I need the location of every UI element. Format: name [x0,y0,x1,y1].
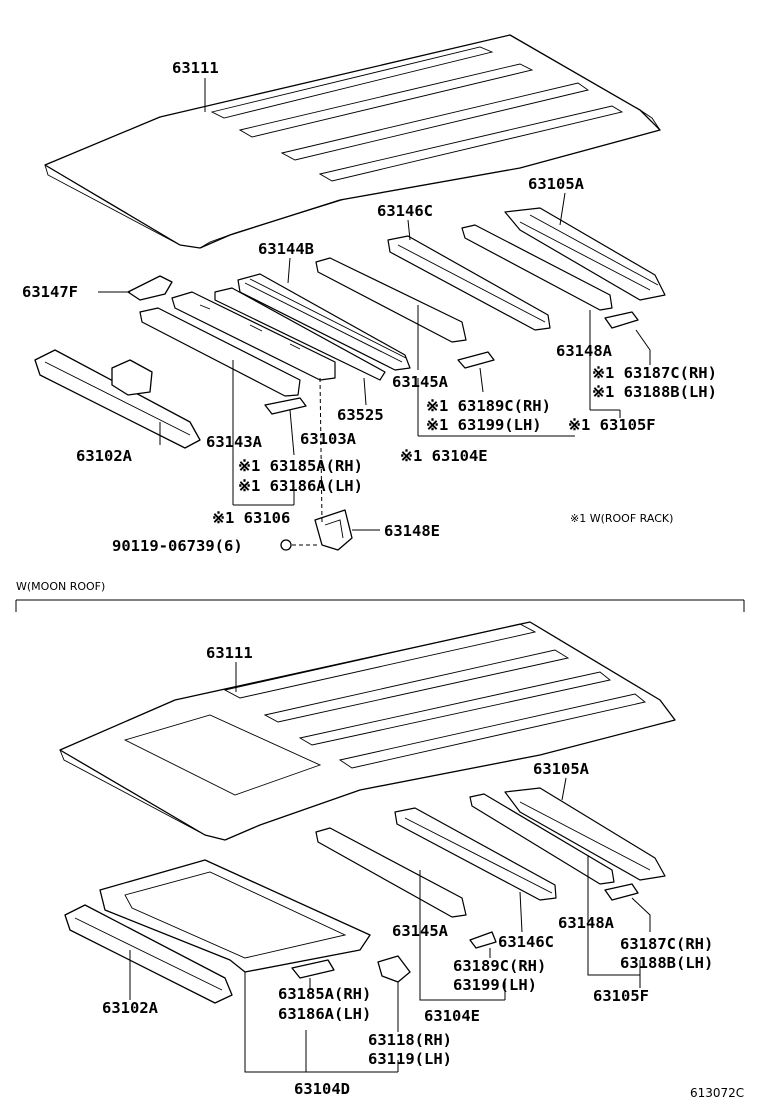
roof-panel-bottom [59,621,676,841]
label-63187C-bottom: 63187C(RH) [620,935,713,953]
label-63146C-top: 63146C [377,202,433,220]
label-63185A-bottom: 63185A(RH) [278,985,371,1003]
label-63188B-top: ※1 63188B(LH) [592,383,717,401]
dash-line-top-1 [319,377,323,523]
roof-panel-top [44,34,661,249]
section-divider [15,599,745,612]
rib-63148A-bottom [469,793,615,885]
bolt-90119 [280,539,292,551]
label-63199-bottom: 63199(LH) [453,976,537,994]
label-63186A-top: ※1 63186A(LH) [238,477,363,495]
bracket-63185A-bottom [291,959,335,979]
note-roof-rack: ※1 W(ROOF RACK) [570,512,673,525]
rib-63148A-top [461,224,613,311]
rib-63146C-bottom [394,807,557,901]
label-63199-top: ※1 63199(LH) [426,416,542,434]
label-63111-top: 63111 [172,59,219,77]
rib-63143A [139,307,301,397]
label-63148A-top: 63148A [556,342,613,360]
label-90119: 90119-06739(6) [112,537,243,555]
rib-63145A-top [315,257,467,343]
label-63185A-top: ※1 63185A(RH) [238,457,363,475]
label-63105F-bottom: 63105F [593,987,649,1005]
label-63105A-top: 63105A [528,175,585,193]
label-63106: ※1 63106 [212,509,290,527]
sunroof-frame-63104D [99,859,371,973]
bracket-63148E [314,509,353,551]
bracket-63187C-top [604,311,639,329]
label-63186A-bottom: 63186A(LH) [278,1005,371,1023]
label-63102A-top: 63102A [76,447,133,465]
rib-63105A-top [504,207,666,301]
rib-63105A-bottom [504,787,666,881]
label-63145A-top: 63145A [392,373,449,391]
label-63148E: 63148E [384,522,440,540]
bracket-63147F [127,275,173,301]
label-63187C-top: ※1 63187C(RH) [592,364,717,382]
moon-roof-opening [123,714,322,796]
label-63146C-bottom: 63146C [498,933,554,951]
label-63105A-bottom: 63105A [533,760,590,778]
bracket-63189C-bottom [469,931,497,949]
label-63105F-top: ※1 63105F [568,416,656,434]
rib-63145A-bottom [315,827,467,918]
label-63188B-bottom: 63188B(LH) [620,954,713,972]
bracket-63185A-top [264,397,307,415]
rib-63525 [214,287,386,381]
bracket-63118 [377,955,411,983]
rib-63103A [171,291,336,381]
leader-lines-top [98,78,651,531]
label-63118: 63118(RH) [368,1031,452,1049]
label-63104E-top: ※1 63104E [400,447,488,465]
label-63104D: 63104D [294,1080,350,1098]
section-title-moon-roof: W(MOON ROOF) [16,580,105,593]
label-63189C-bottom: 63189C(RH) [453,957,546,975]
label-63119: 63119(LH) [368,1050,452,1068]
rib-63146C-top [387,235,551,331]
label-63143A: 63143A [206,433,263,451]
label-63144B: 63144B [258,240,314,258]
label-63104E-bottom: 63104E [424,1007,480,1025]
label-63103A: 63103A [300,430,357,448]
label-63147F: 63147F [22,283,78,301]
label-63145A-bottom: 63145A [392,922,449,940]
label-63148A-bottom: 63148A [558,914,615,932]
bracket-63189C-top [457,351,495,369]
label-63525: 63525 [337,406,384,424]
label-63189C-top: ※1 63189C(RH) [426,397,551,415]
leader-lines-bottom [129,662,651,1073]
rail-63102A-bottom [64,904,233,1004]
label-63111-bottom: 63111 [206,644,253,662]
bracket-63187C-bottom [604,883,639,901]
figure-code: 613072C [690,1086,744,1100]
label-63102A-bottom: 63102A [102,999,159,1017]
rail-63102A-top [34,349,201,449]
